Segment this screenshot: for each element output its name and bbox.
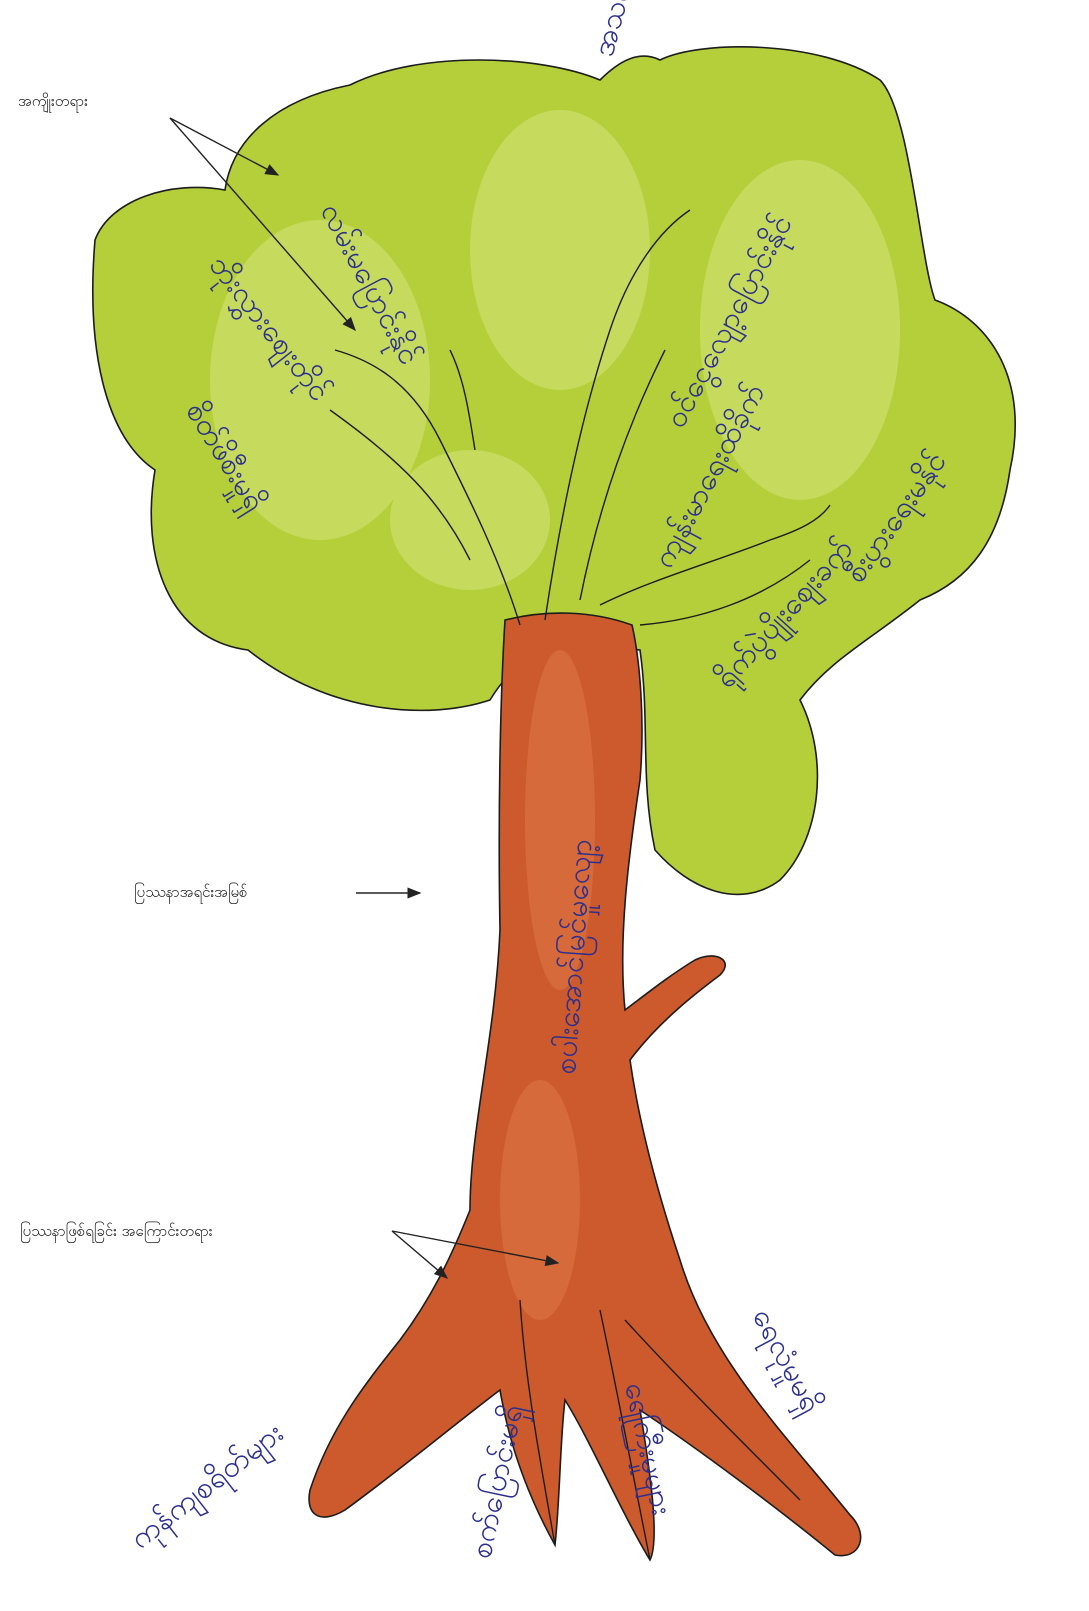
leaf-text-4: အသက်ရှင်ရပ်တည်မှုမှိုင်	[586, 0, 694, 62]
leaves-label: အကျိုးတရား	[18, 92, 88, 114]
root-text-1: ကုန်ကျစရိတ်များ	[123, 1415, 293, 1561]
roots-label: ပြဿနာဖြစ်ရခြင်း အကြောင်းတရား	[20, 1222, 213, 1244]
roots-arrow-1	[392, 1231, 447, 1278]
trunk-label: ပြဿနာအရင်းအမြစ်	[134, 883, 247, 905]
